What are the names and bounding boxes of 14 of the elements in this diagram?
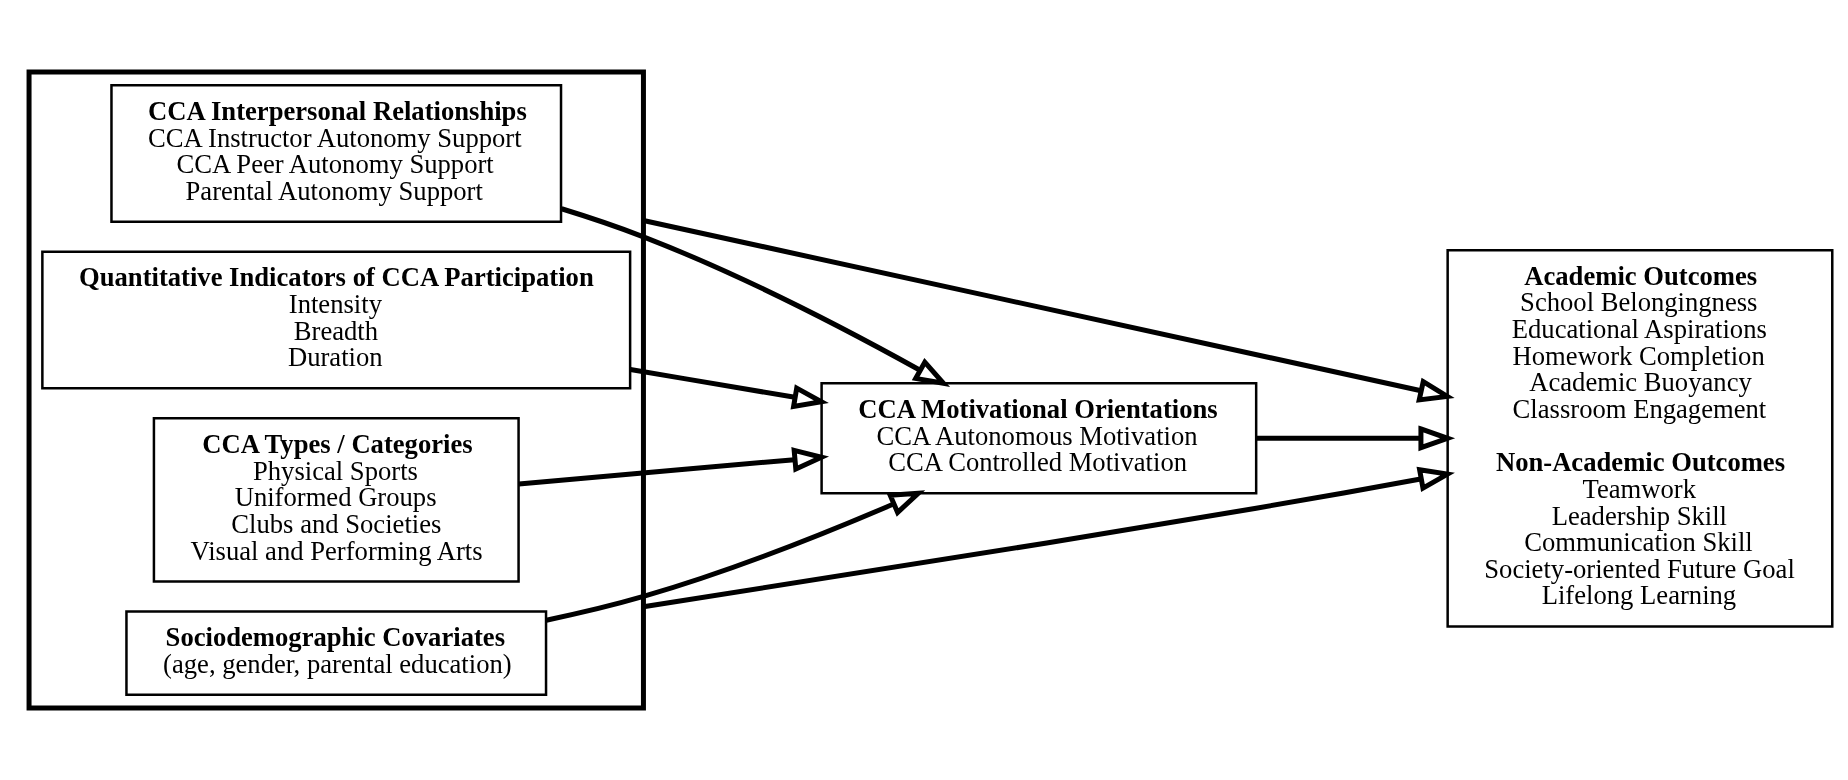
node-box: CCA Types / Categories Physical Sports Uniformed Groups Clubs and Societies Visual and Performing Arts [152, 417, 520, 583]
cluster [26, 69, 646, 711]
node-box: CCA Motivational Orientations CCA Autonomous Motivation CCA Controlled Motivation [820, 382, 1258, 495]
arrow [560, 206, 951, 387]
arrow [630, 367, 829, 410]
node-box: CCA Interpersonal Relationships CCA Instructor Autonomy Support CCA Peer Autonomy Support Parental Autonomy Support [110, 84, 563, 224]
node-box: Sociodemographic Covariates (age, gender, parental education) [125, 610, 548, 696]
arrow [1256, 425, 1456, 452]
arrow [545, 490, 926, 623]
arrow [642, 218, 1455, 403]
node-box: Quantitative Indicators of CCA Participation Intensity Breadth Duration [41, 250, 632, 390]
arrow [643, 466, 1455, 610]
arrow [518, 447, 830, 487]
node-box: Academic Outcomes School Belongingness Educational Aspirations Homework Completion Academic Buoyancy Classroom Engagement Non-Academic Outcomes Teamwork Leadership Skill Communication Skill Society-oriented Future Goal Lifelong Learning [1446, 248, 1834, 628]
